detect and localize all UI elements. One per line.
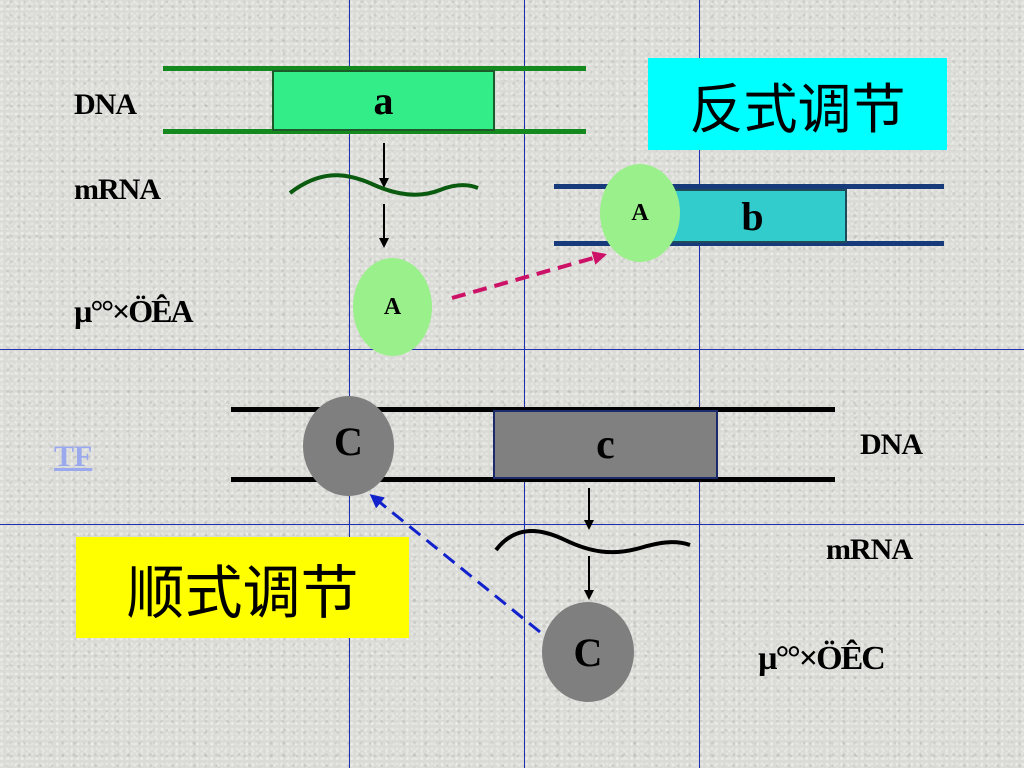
dna-strand-top-upper <box>163 66 586 71</box>
title-cis-regulation-text: 顺式调节 <box>126 558 359 627</box>
gene-a-label: a <box>373 78 394 123</box>
mrna-label-top: mRNA <box>74 173 161 206</box>
title-trans-regulation-text: 反式调节 <box>689 77 906 141</box>
dna-strand-c-lower <box>231 477 835 482</box>
gene-b: b <box>658 189 847 243</box>
dna-strand-c-upper <box>231 407 835 412</box>
grid-line-horizontal <box>0 524 1024 525</box>
protein-label-bottom: µ°°×ÖÊC <box>758 640 886 677</box>
mrna-label-bottom: mRNA <box>826 533 913 566</box>
protein-c-label: C <box>573 629 603 675</box>
grid-line-vertical <box>524 0 525 768</box>
protein-label-top: µ°°×ÖÊA <box>74 293 194 329</box>
dna-strand-top-lower <box>163 129 586 134</box>
tf-link[interactable]: TF <box>54 440 93 473</box>
grid-line-horizontal <box>0 349 1024 350</box>
protein-a-label: A <box>383 293 402 320</box>
dna-label-bottom: DNA <box>860 428 923 461</box>
gene-c: c <box>493 410 718 479</box>
dna-label-top: DNA <box>74 88 137 121</box>
gene-a: a <box>272 70 495 131</box>
protein-a: A <box>353 258 432 356</box>
arrow-trans-binding <box>451 251 607 300</box>
title-cis-regulation: 顺式调节 <box>76 537 409 638</box>
protein-c-bound-label: C <box>334 419 363 464</box>
dna-strand-b-upper <box>554 184 944 189</box>
gene-c-label: c <box>596 421 615 468</box>
gene-b-label: b <box>741 193 764 239</box>
mrna-wave-top <box>288 173 479 197</box>
protein-c: C <box>542 602 634 702</box>
protein-a-bound: A <box>600 164 680 262</box>
grid-line-vertical <box>699 0 700 768</box>
protein-c-bound: C <box>303 396 394 496</box>
grid-line-vertical <box>349 0 350 768</box>
protein-a-bound-label: A <box>631 199 649 226</box>
mrna-wave-bottom <box>494 529 691 555</box>
dna-strand-b-lower <box>554 241 944 246</box>
title-trans-regulation: 反式调节 <box>648 58 947 150</box>
